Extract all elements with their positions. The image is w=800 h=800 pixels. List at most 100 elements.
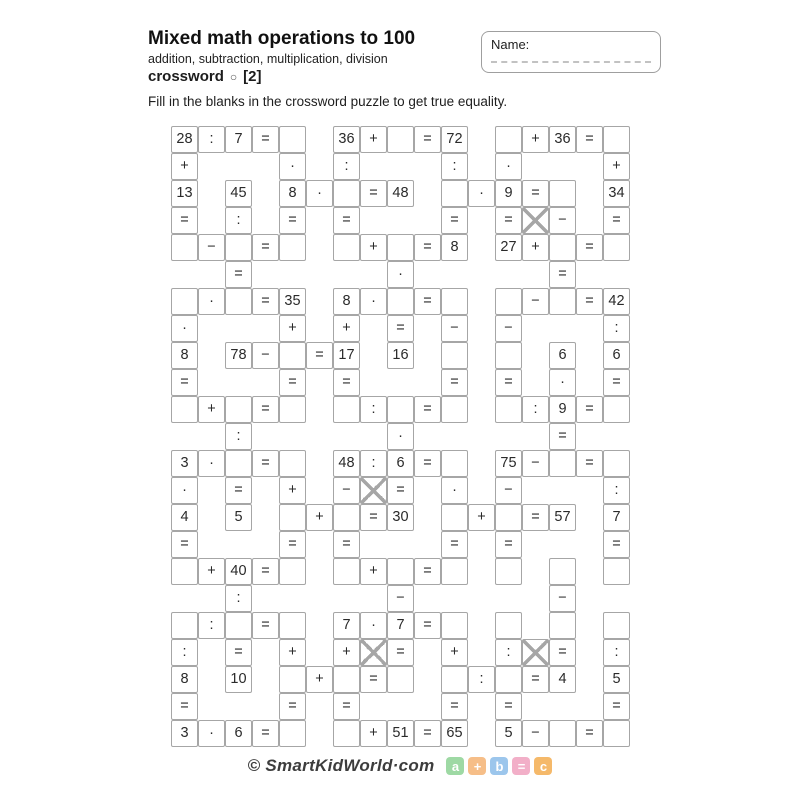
answer-cell[interactable] — [495, 558, 522, 585]
answer-cell[interactable] — [333, 180, 360, 207]
answer-cell[interactable] — [279, 612, 306, 639]
answer-cell[interactable] — [603, 558, 630, 585]
answer-cell[interactable] — [279, 234, 306, 261]
crossed-cell — [360, 477, 387, 504]
answer-cell[interactable] — [387, 558, 414, 585]
given-cell: = — [333, 531, 360, 558]
answer-cell[interactable] — [171, 234, 198, 261]
given-cell: = — [576, 450, 603, 477]
answer-cell[interactable] — [387, 396, 414, 423]
answer-cell[interactable] — [333, 666, 360, 693]
given-cell: 78 — [225, 342, 252, 369]
answer-cell[interactable] — [333, 234, 360, 261]
answer-cell[interactable] — [333, 504, 360, 531]
given-cell: = — [225, 639, 252, 666]
given-cell: 48 — [387, 180, 414, 207]
answer-cell[interactable] — [333, 396, 360, 423]
answer-cell[interactable] — [171, 612, 198, 639]
answer-cell[interactable] — [279, 342, 306, 369]
answer-cell[interactable] — [171, 396, 198, 423]
answer-cell[interactable] — [279, 720, 306, 747]
answer-cell[interactable] — [495, 288, 522, 315]
answer-cell[interactable] — [495, 504, 522, 531]
answer-cell[interactable] — [549, 180, 576, 207]
answer-cell[interactable] — [441, 396, 468, 423]
answer-cell[interactable] — [279, 558, 306, 585]
answer-cell[interactable] — [603, 234, 630, 261]
answer-cell[interactable] — [441, 450, 468, 477]
answer-cell[interactable] — [441, 342, 468, 369]
answer-cell[interactable] — [225, 396, 252, 423]
given-cell: = — [495, 531, 522, 558]
given-cell: 9 — [495, 180, 522, 207]
answer-cell[interactable] — [387, 666, 414, 693]
answer-cell[interactable] — [279, 126, 306, 153]
given-cell: 5 — [603, 666, 630, 693]
answer-cell[interactable] — [225, 612, 252, 639]
given-cell: · — [387, 261, 414, 288]
answer-cell[interactable] — [495, 666, 522, 693]
given-cell: = — [576, 396, 603, 423]
answer-cell[interactable] — [549, 720, 576, 747]
given-cell: + — [279, 639, 306, 666]
given-cell: 34 — [603, 180, 630, 207]
answer-cell[interactable] — [603, 612, 630, 639]
given-cell: + — [279, 477, 306, 504]
answer-cell[interactable] — [603, 720, 630, 747]
answer-cell[interactable] — [225, 234, 252, 261]
given-cell: = — [333, 369, 360, 396]
answer-cell[interactable] — [603, 396, 630, 423]
given-cell: 72 — [441, 126, 468, 153]
answer-cell[interactable] — [441, 504, 468, 531]
answer-cell[interactable] — [387, 288, 414, 315]
answer-cell[interactable] — [387, 126, 414, 153]
answer-cell[interactable] — [549, 450, 576, 477]
given-cell: = — [252, 234, 279, 261]
given-cell: 6 — [603, 342, 630, 369]
answer-cell[interactable] — [279, 396, 306, 423]
given-cell: = — [360, 504, 387, 531]
given-cell: 8 — [171, 666, 198, 693]
given-cell: + — [279, 315, 306, 342]
answer-cell[interactable] — [225, 450, 252, 477]
answer-cell[interactable] — [603, 126, 630, 153]
given-cell: : — [171, 639, 198, 666]
variant-label: crossword — [148, 68, 224, 85]
given-cell: − — [198, 234, 225, 261]
given-cell: = — [495, 369, 522, 396]
answer-cell[interactable] — [171, 558, 198, 585]
answer-cell[interactable] — [495, 612, 522, 639]
given-cell: = — [387, 315, 414, 342]
given-cell: + — [603, 153, 630, 180]
answer-cell[interactable] — [279, 504, 306, 531]
answer-cell[interactable] — [441, 288, 468, 315]
given-cell: 6 — [387, 450, 414, 477]
given-cell: + — [171, 153, 198, 180]
answer-cell[interactable] — [495, 342, 522, 369]
given-cell: + — [360, 558, 387, 585]
answer-cell[interactable] — [549, 288, 576, 315]
answer-cell[interactable] — [171, 288, 198, 315]
answer-cell[interactable] — [549, 558, 576, 585]
answer-cell[interactable] — [279, 450, 306, 477]
answer-cell[interactable] — [333, 720, 360, 747]
answer-cell[interactable] — [333, 558, 360, 585]
answer-cell[interactable] — [495, 396, 522, 423]
name-input-line[interactable] — [491, 61, 651, 63]
answer-cell[interactable] — [225, 288, 252, 315]
given-cell: = — [252, 558, 279, 585]
answer-cell[interactable] — [441, 612, 468, 639]
given-cell: − — [549, 585, 576, 612]
answer-cell[interactable] — [441, 666, 468, 693]
answer-cell[interactable] — [387, 234, 414, 261]
answer-cell[interactable] — [549, 234, 576, 261]
answer-cell[interactable] — [279, 666, 306, 693]
answer-cell[interactable] — [495, 126, 522, 153]
variant-number: [2] — [243, 68, 262, 85]
given-cell: · — [198, 288, 225, 315]
answer-cell[interactable] — [549, 612, 576, 639]
given-cell: = — [549, 261, 576, 288]
answer-cell[interactable] — [441, 180, 468, 207]
answer-cell[interactable] — [603, 450, 630, 477]
answer-cell[interactable] — [441, 558, 468, 585]
